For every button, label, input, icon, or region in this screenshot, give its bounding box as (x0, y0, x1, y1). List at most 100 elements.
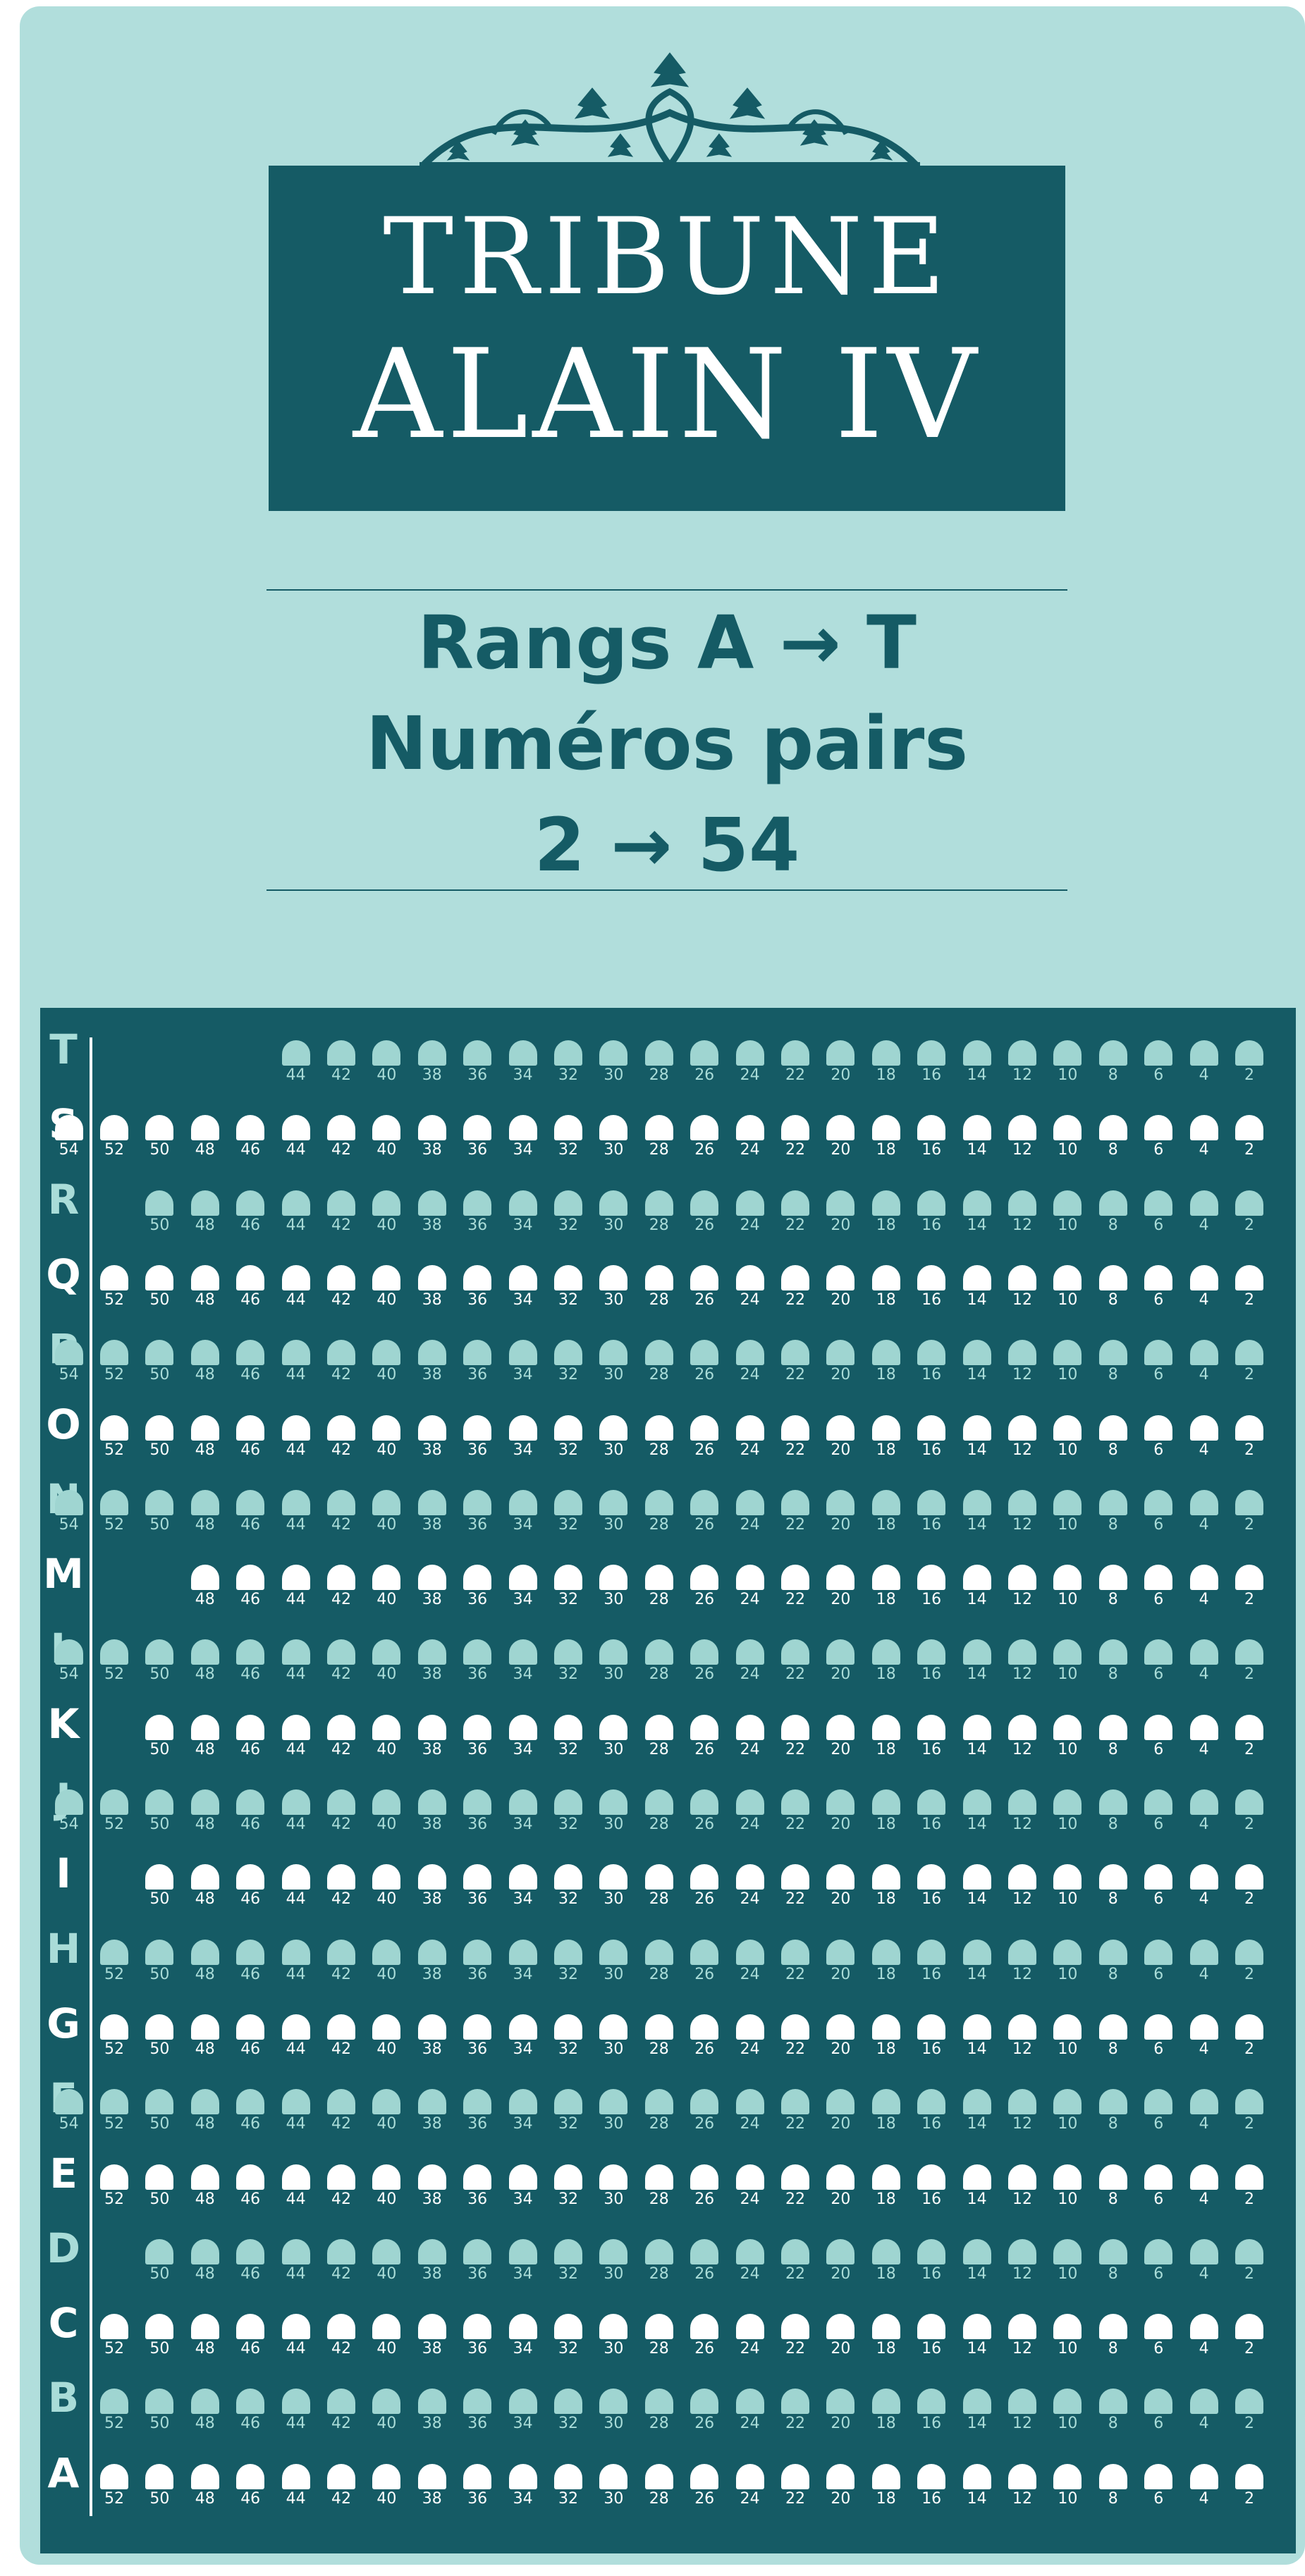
seat[interactable]: 24 (728, 1238, 773, 1309)
seat[interactable]: 48 (183, 1913, 228, 1983)
seat[interactable]: 12 (1000, 1088, 1045, 1159)
seat[interactable]: 12 (1000, 2362, 1045, 2432)
seat[interactable]: 48 (183, 1988, 228, 2058)
seat[interactable]: 26 (682, 1837, 727, 1908)
seat[interactable]: 48 (183, 1613, 228, 1683)
seat[interactable]: 20 (818, 1463, 863, 1534)
seat[interactable]: 36 (455, 1388, 500, 1459)
seat[interactable]: 50 (137, 2287, 182, 2358)
seat[interactable]: 18 (864, 1988, 909, 2058)
seat[interactable]: 22 (773, 1238, 818, 1309)
seat[interactable]: 8 (1091, 2062, 1136, 2133)
seat[interactable]: 28 (637, 1538, 682, 1608)
seat[interactable]: 34 (501, 1388, 546, 1459)
seat[interactable]: 28 (637, 1313, 682, 1383)
seat[interactable]: 52 (92, 1988, 137, 2058)
seat[interactable]: 54 (47, 1763, 92, 1833)
seat[interactable]: 44 (274, 1913, 319, 1983)
seat[interactable]: 8 (1091, 2362, 1136, 2432)
seat[interactable]: 18 (864, 1688, 909, 1758)
seat[interactable]: 44 (274, 2437, 319, 2508)
seat[interactable]: 24 (728, 1763, 773, 1833)
seat[interactable]: 44 (274, 1837, 319, 1908)
seat[interactable]: 2 (1227, 1988, 1272, 2058)
seat[interactable]: 16 (909, 1313, 954, 1383)
seat[interactable]: 46 (228, 2437, 273, 2508)
seat[interactable]: 16 (909, 2362, 954, 2432)
seat[interactable]: 44 (274, 1613, 319, 1683)
seat[interactable]: 34 (501, 2212, 546, 2283)
seat[interactable]: 26 (682, 1763, 727, 1833)
seat[interactable]: 14 (955, 1013, 1000, 1084)
seat[interactable]: 40 (364, 1238, 409, 1309)
seat[interactable]: 42 (319, 1913, 364, 1983)
seat[interactable]: 32 (546, 1837, 591, 1908)
seat[interactable]: 14 (955, 1613, 1000, 1683)
seat[interactable]: 30 (591, 2437, 636, 2508)
seat[interactable]: 50 (137, 2138, 182, 2208)
seat[interactable]: 2 (1227, 1837, 1272, 1908)
seat[interactable]: 2 (1227, 2362, 1272, 2432)
seat[interactable]: 40 (364, 1763, 409, 1833)
seat[interactable]: 6 (1136, 1763, 1181, 1833)
seat[interactable]: 38 (410, 1988, 455, 2058)
seat[interactable]: 50 (137, 1913, 182, 1983)
seat[interactable]: 34 (501, 2138, 546, 2208)
seat[interactable]: 40 (364, 1313, 409, 1383)
seat[interactable]: 30 (591, 2138, 636, 2208)
seat[interactable]: 18 (864, 1088, 909, 1159)
seat[interactable]: 32 (546, 1164, 591, 1234)
seat[interactable]: 28 (637, 1913, 682, 1983)
seat[interactable]: 20 (818, 1913, 863, 1983)
seat[interactable]: 48 (183, 2062, 228, 2133)
seat[interactable]: 16 (909, 1988, 954, 2058)
seat[interactable]: 20 (818, 1164, 863, 1234)
seat[interactable]: 4 (1182, 1013, 1227, 1084)
seat[interactable]: 8 (1091, 1013, 1136, 1084)
seat[interactable]: 18 (864, 2362, 909, 2432)
seat[interactable]: 46 (228, 1913, 273, 1983)
seat[interactable]: 4 (1182, 1613, 1227, 1683)
seat[interactable]: 46 (228, 1164, 273, 1234)
seat[interactable]: 32 (546, 1313, 591, 1383)
seat[interactable]: 38 (410, 1688, 455, 1758)
seat[interactable]: 4 (1182, 2062, 1227, 2133)
seat[interactable]: 18 (864, 1238, 909, 1309)
seat[interactable]: 12 (1000, 2437, 1045, 2508)
seat[interactable]: 34 (501, 1913, 546, 1983)
seat[interactable]: 30 (591, 1164, 636, 1234)
seat[interactable]: 22 (773, 1688, 818, 1758)
seat[interactable]: 4 (1182, 2362, 1227, 2432)
seat[interactable]: 2 (1227, 1913, 1272, 1983)
seat[interactable]: 44 (274, 1988, 319, 2058)
seat[interactable]: 20 (818, 2287, 863, 2358)
seat[interactable]: 42 (319, 1313, 364, 1383)
seat[interactable]: 2 (1227, 1313, 1272, 1383)
seat[interactable]: 14 (955, 1988, 1000, 2058)
seat[interactable]: 50 (137, 1688, 182, 1758)
seat[interactable]: 42 (319, 1164, 364, 1234)
seat[interactable]: 24 (728, 2287, 773, 2358)
seat[interactable]: 30 (591, 2062, 636, 2133)
seat[interactable]: 34 (501, 2437, 546, 2508)
seat[interactable]: 16 (909, 1688, 954, 1758)
seat[interactable]: 14 (955, 1164, 1000, 1234)
seat[interactable]: 2 (1227, 1013, 1272, 1084)
seat[interactable]: 18 (864, 1913, 909, 1983)
seat[interactable]: 22 (773, 2212, 818, 2283)
seat[interactable]: 52 (92, 2362, 137, 2432)
seat[interactable]: 44 (274, 2362, 319, 2432)
seat[interactable]: 50 (137, 1837, 182, 1908)
seat[interactable]: 30 (591, 1313, 636, 1383)
seat[interactable]: 38 (410, 2362, 455, 2432)
seat[interactable]: 6 (1136, 2212, 1181, 2283)
seat[interactable]: 50 (137, 1463, 182, 1534)
seat[interactable]: 50 (137, 1088, 182, 1159)
seat[interactable]: 6 (1136, 1313, 1181, 1383)
seat[interactable]: 28 (637, 2362, 682, 2432)
seat[interactable]: 44 (274, 2212, 319, 2283)
seat[interactable]: 48 (183, 2138, 228, 2208)
seat[interactable]: 46 (228, 2212, 273, 2283)
seat[interactable]: 26 (682, 2212, 727, 2283)
seat[interactable]: 6 (1136, 2138, 1181, 2208)
